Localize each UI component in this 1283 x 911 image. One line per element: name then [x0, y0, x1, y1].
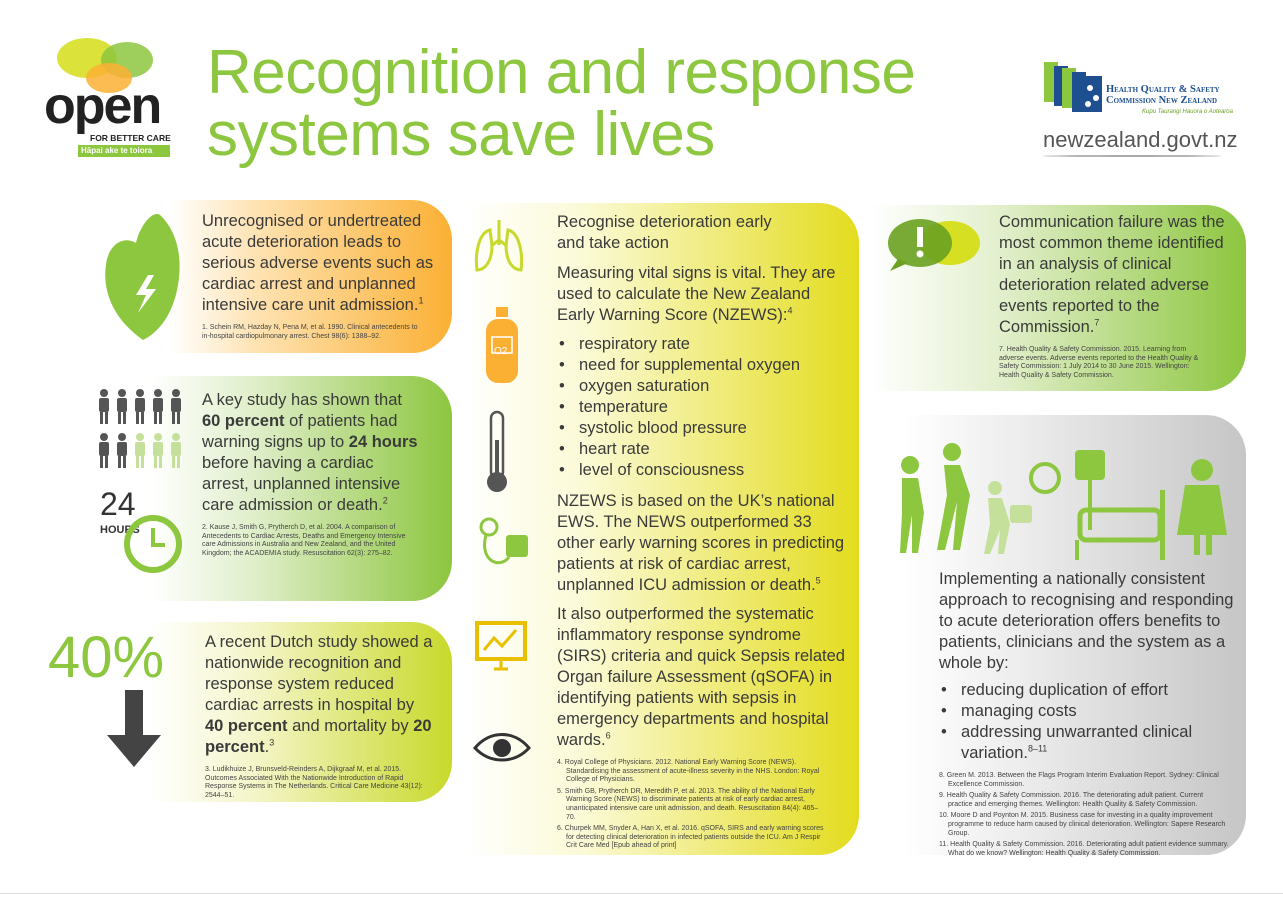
hqsc-logo: Health Quality & Safety Commission New Z…: [1042, 58, 1242, 118]
list-item: heart rate: [557, 439, 849, 460]
right-top-content: Communication failure was the most commo…: [999, 212, 1227, 380]
middle-p3: It also outperformed the systematic infl…: [557, 605, 845, 749]
people-icon: [99, 389, 181, 468]
hospital-people-icon: [900, 443, 1227, 560]
list-item: oxygen saturation: [557, 376, 849, 397]
hqsc-name-1: Health Quality & Safety: [1106, 84, 1220, 95]
list-item: reducing duplication of effort: [939, 680, 1237, 701]
reference-item: 6. Churpek MM, Snyder A, Han X, et al. 2…: [557, 825, 824, 850]
oxygen-tank-icon: [486, 307, 518, 383]
right-bottom-text: Implementing a nationally consistent app…: [939, 570, 1234, 672]
reference-item: 8. Green M. 2013. Between the Flags Prog…: [939, 772, 1219, 788]
panel3-reference: 3. Ludikhuize J, Brunsveld-Reinders A, D…: [205, 766, 423, 799]
thermometer-icon: [487, 410, 507, 492]
right-bottom-content: Implementing a nationally consistent app…: [939, 569, 1237, 861]
open-maori: Hāpai ake te toiora: [78, 145, 170, 157]
panel3-text: A recent Dutch study showed a nationwide…: [205, 633, 433, 756]
middle-content: Recognise deterioration early and take a…: [557, 212, 849, 854]
reference-item: 5. Smith GB, Prytherch DR, Meredith P, e…: [557, 787, 819, 821]
middle-p2: NZEWS is based on the UK’s national EWS.…: [557, 492, 845, 594]
govt-logo: newzealand.govt.nz: [1043, 127, 1238, 152]
hqsc-name-2: Commission New Zealand: [1106, 95, 1218, 106]
page-bottom-rule: [0, 893, 1283, 894]
panel2-content: A key study has shown that 60 percent of…: [202, 390, 420, 558]
vital-signs-list: respiratory rate need for supplemental o…: [557, 334, 849, 481]
panel2-text: A key study has shown that 60 percent of…: [202, 391, 418, 514]
heart-icon: [105, 214, 180, 340]
hours-number: 24: [100, 486, 136, 522]
middle-references: 4. Royal College of Physicians. 2012. Na…: [557, 759, 825, 851]
forty-percent: 40%: [48, 625, 165, 690]
panel-dutch-study: [150, 622, 452, 802]
speech-alert-icon: [888, 219, 980, 271]
reference-item: 9. Health Quality & Safety Commission. 2…: [939, 792, 1204, 808]
blood-pressure-icon: [479, 517, 528, 565]
panel3-content: A recent Dutch study showed a nationwide…: [205, 632, 433, 800]
panel2-reference: 2. Kause J, Smith G, Prytherch D, et al.…: [202, 524, 406, 557]
open-logo: open FOR BETTER CARE Hāpai ake te toiora: [42, 34, 177, 160]
govt-underline: [1043, 155, 1221, 157]
open-word: open: [44, 77, 162, 135]
panel1-text: Unrecognised or undertreated acute deter…: [202, 212, 434, 314]
panel1-reference: 1. Schein RM, Hazday N, Pena M, et al. 1…: [202, 324, 418, 340]
panel-deterioration: [170, 200, 452, 353]
list-item: respiratory rate: [557, 334, 849, 355]
list-item: need for supplemental oxygen: [557, 355, 849, 376]
benefits-list: reducing duplication of effort managing …: [939, 680, 1237, 764]
o2-label: O2: [494, 346, 508, 357]
list-item: managing costs: [939, 701, 1237, 722]
panel1-content: Unrecognised or undertreated acute deter…: [202, 211, 434, 341]
reference-item: 11. Health Quality & Safety Commission. …: [939, 841, 1229, 857]
list-item: addressing unwarranted clinical variatio…: [939, 722, 1237, 764]
panel-nzews: [465, 203, 859, 855]
middle-heading: Recognise deterioration early and take a…: [557, 213, 772, 252]
right-bottom-references: 8. Green M. 2013. Between the Flags Prog…: [939, 772, 1229, 858]
list-item: level of consciousness: [557, 460, 849, 481]
monitor-chart-icon: [475, 621, 527, 671]
hqsc-emblem-icon: [1044, 62, 1102, 112]
speech-bubbles-icon: [57, 38, 153, 93]
right-top-reference: 7. Health Quality & Safety Commission. 2…: [999, 346, 1199, 379]
clock-icon: [124, 515, 182, 573]
arrow-down-icon: [107, 690, 161, 767]
eye-icon: [472, 733, 532, 762]
list-item: systolic blood pressure: [557, 418, 849, 439]
reference-item: 10. Moore D and Poynton M. 2015. Busines…: [939, 812, 1226, 837]
list-item: temperature: [557, 397, 849, 418]
open-tagline: FOR BETTER CARE: [90, 133, 171, 143]
middle-p1: Measuring vital signs is vital. They are…: [557, 264, 836, 324]
reference-item: 4. Royal College of Physicians. 2012. Na…: [557, 759, 820, 784]
hqsc-maori: Kupu Taurangi Hauora o Aotearoa: [1142, 109, 1233, 115]
panel-key-study: [150, 376, 452, 601]
right-top-text: Communication failure was the most commo…: [999, 213, 1225, 336]
lungs-icon: [474, 220, 524, 272]
